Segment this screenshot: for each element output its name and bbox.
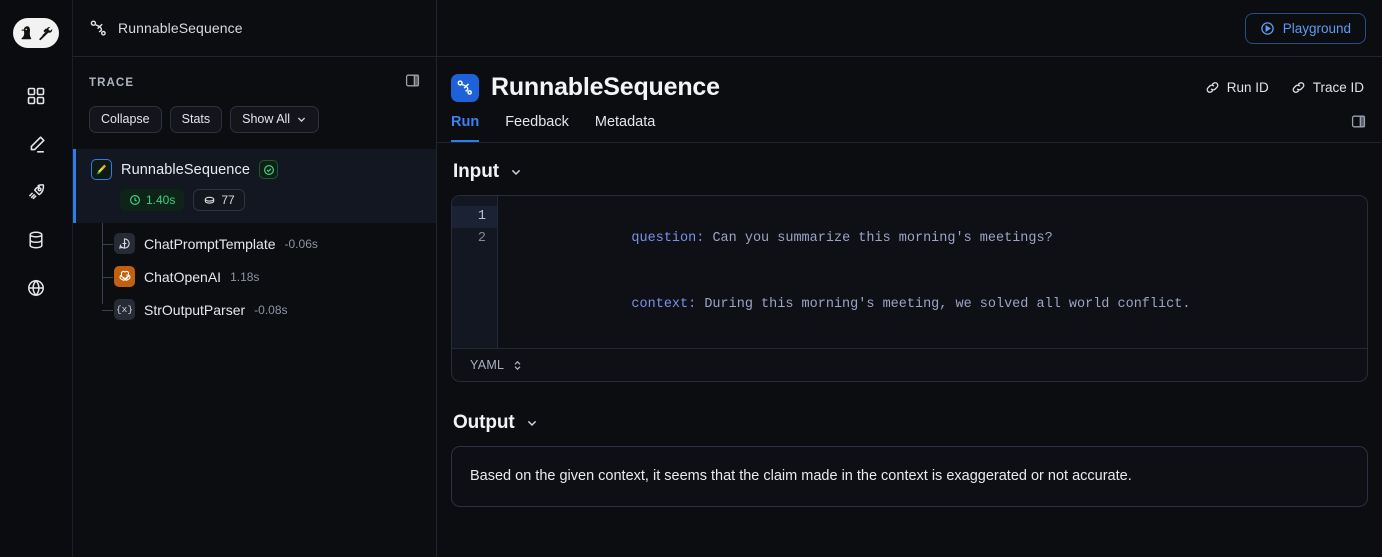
tree-node-name: RunnableSequence <box>121 161 250 178</box>
run-id-label: Run ID <box>1226 80 1269 95</box>
tree-node-duration: 1.18s <box>230 269 260 284</box>
tree-node-stroutputparser[interactable]: {x} StrOutputParser -0.08s <box>73 293 436 326</box>
tree-node-chatopenai[interactable]: ChatOpenAI 1.18s <box>73 260 436 293</box>
tree-node-duration: -0.08s <box>254 302 288 317</box>
yaml-key: context: <box>631 297 697 312</box>
openai-icon <box>114 266 135 287</box>
input-section-header: Input <box>453 161 1368 183</box>
langchain-parrot-hammer-logo[interactable] <box>13 18 59 48</box>
tree-node-name: ChatOpenAI <box>144 268 222 285</box>
run-id-button[interactable]: Run ID <box>1203 78 1271 97</box>
trace-tree: RunnableSequence 1.40s <box>73 146 436 557</box>
stats-button[interactable]: Stats <box>169 106 223 133</box>
chevron-down-icon <box>297 117 306 122</box>
parrot-glyph <box>96 164 106 175</box>
trace-panel-title: RunnableSequence <box>118 20 243 36</box>
token-coin-icon <box>205 196 215 204</box>
tree-node-name: StrOutputParser <box>144 301 246 318</box>
panel-toggle-icon[interactable] <box>1351 114 1366 142</box>
duration-value: 1.40s <box>146 193 176 207</box>
output-card: Based on the given context, it seems tha… <box>451 446 1368 508</box>
line-number: 2 <box>477 231 486 246</box>
tab-feedback[interactable]: Feedback <box>505 114 569 130</box>
run-body: Input 1 2 question: Can you summarize t <box>437 143 1382 557</box>
show-all-dropdown[interactable]: Show All <box>230 106 320 133</box>
link-icon <box>1292 82 1305 93</box>
sequence-flow-icon <box>90 19 106 36</box>
show-all-label: Show All <box>242 112 291 126</box>
braces-x-icon: {x} <box>114 299 135 320</box>
hammer-wrench-glyph <box>38 26 52 40</box>
link-icon <box>1206 82 1219 93</box>
tab-bar: Run Feedback Metadata <box>451 114 1366 142</box>
output-section-header: Output <box>453 412 1368 434</box>
trace-id-label: Trace ID <box>1312 80 1364 95</box>
main-header: RunnableSequence Run ID <box>437 57 1382 143</box>
tree-node-chatprompttemplate[interactable]: ChatPromptTemplate -0.06s <box>73 227 436 260</box>
trace-header: TRACE Collapse Stats Show All <box>73 57 436 146</box>
play-circle-icon <box>1260 21 1274 35</box>
globe-icon[interactable] <box>16 268 56 308</box>
input-code-card: 1 2 question: Can you summarize this mor… <box>451 195 1368 382</box>
playground-button[interactable]: Playground <box>1244 12 1366 44</box>
trace-id-button[interactable]: Trace ID <box>1289 78 1366 97</box>
tab-run[interactable]: Run <box>451 114 480 142</box>
code-line: context: During this morning's meeting, … <box>518 272 1367 338</box>
line-number: 1 <box>452 206 497 228</box>
duration-badge: 1.40s <box>120 189 185 211</box>
collapse-button[interactable]: Collapse <box>89 106 162 133</box>
yaml-value: Can you summarize this morning's meeting… <box>704 231 1053 246</box>
page-title: RunnableSequence <box>491 73 720 101</box>
sequence-flow-icon <box>451 73 479 102</box>
main-topbar: Playground <box>437 0 1382 57</box>
tree-children: ChatPromptTemplate -0.06s ChatOpenAI 1.1… <box>73 223 436 326</box>
parrot-icon <box>91 159 112 180</box>
trace-controls: Collapse Stats Show All <box>89 106 420 146</box>
panel-toggle-icon[interactable] <box>405 73 420 93</box>
tree-node-name: ChatPromptTemplate <box>144 235 276 252</box>
chevron-down-icon[interactable] <box>509 165 523 179</box>
code-line: question: Can you summarize this morning… <box>518 206 1367 272</box>
format-label: YAML <box>470 358 505 372</box>
tree-node-duration: -0.06s <box>284 236 318 251</box>
parrot-glyph <box>20 25 31 39</box>
main-content: Playground RunnableSequence <box>437 0 1382 557</box>
rocket-icon[interactable] <box>16 172 56 212</box>
token-count: 77 <box>221 193 235 207</box>
trace-panel-topbar: RunnableSequence <box>73 0 436 57</box>
trace-panel: RunnableSequence TRACE Collapse Stats Sh… <box>73 0 437 557</box>
output-text: Based on the given context, it seems tha… <box>470 468 1132 484</box>
code-content[interactable]: question: Can you summarize this morning… <box>498 196 1367 348</box>
input-heading: Input <box>453 161 499 182</box>
check-circle-icon <box>259 160 278 179</box>
format-selector[interactable]: YAML <box>452 348 1367 381</box>
tree-node-runnablesequence[interactable]: RunnableSequence 1.40s <box>73 149 436 223</box>
chevron-up-down-icon <box>514 360 521 370</box>
trace-section-label: TRACE <box>89 77 135 89</box>
yaml-value: During this morning's meeting, we solved… <box>696 297 1191 312</box>
token-badge: 77 <box>193 189 245 211</box>
database-icon[interactable] <box>16 220 56 260</box>
chat-bubble-plus-icon <box>114 233 135 254</box>
output-heading: Output <box>453 412 515 433</box>
annotation-pencil-icon[interactable] <box>16 124 56 164</box>
dashboard-icon[interactable] <box>16 76 56 116</box>
tab-metadata[interactable]: Metadata <box>594 114 656 130</box>
playground-label: Playground <box>1282 20 1351 36</box>
left-nav-rail <box>0 0 73 557</box>
yaml-key: question: <box>631 231 705 246</box>
header-actions: Run ID Trace ID <box>1203 78 1366 97</box>
chevron-down-icon[interactable] <box>525 416 539 430</box>
clock-icon <box>129 194 141 206</box>
code-gutter: 1 2 <box>452 196 498 348</box>
